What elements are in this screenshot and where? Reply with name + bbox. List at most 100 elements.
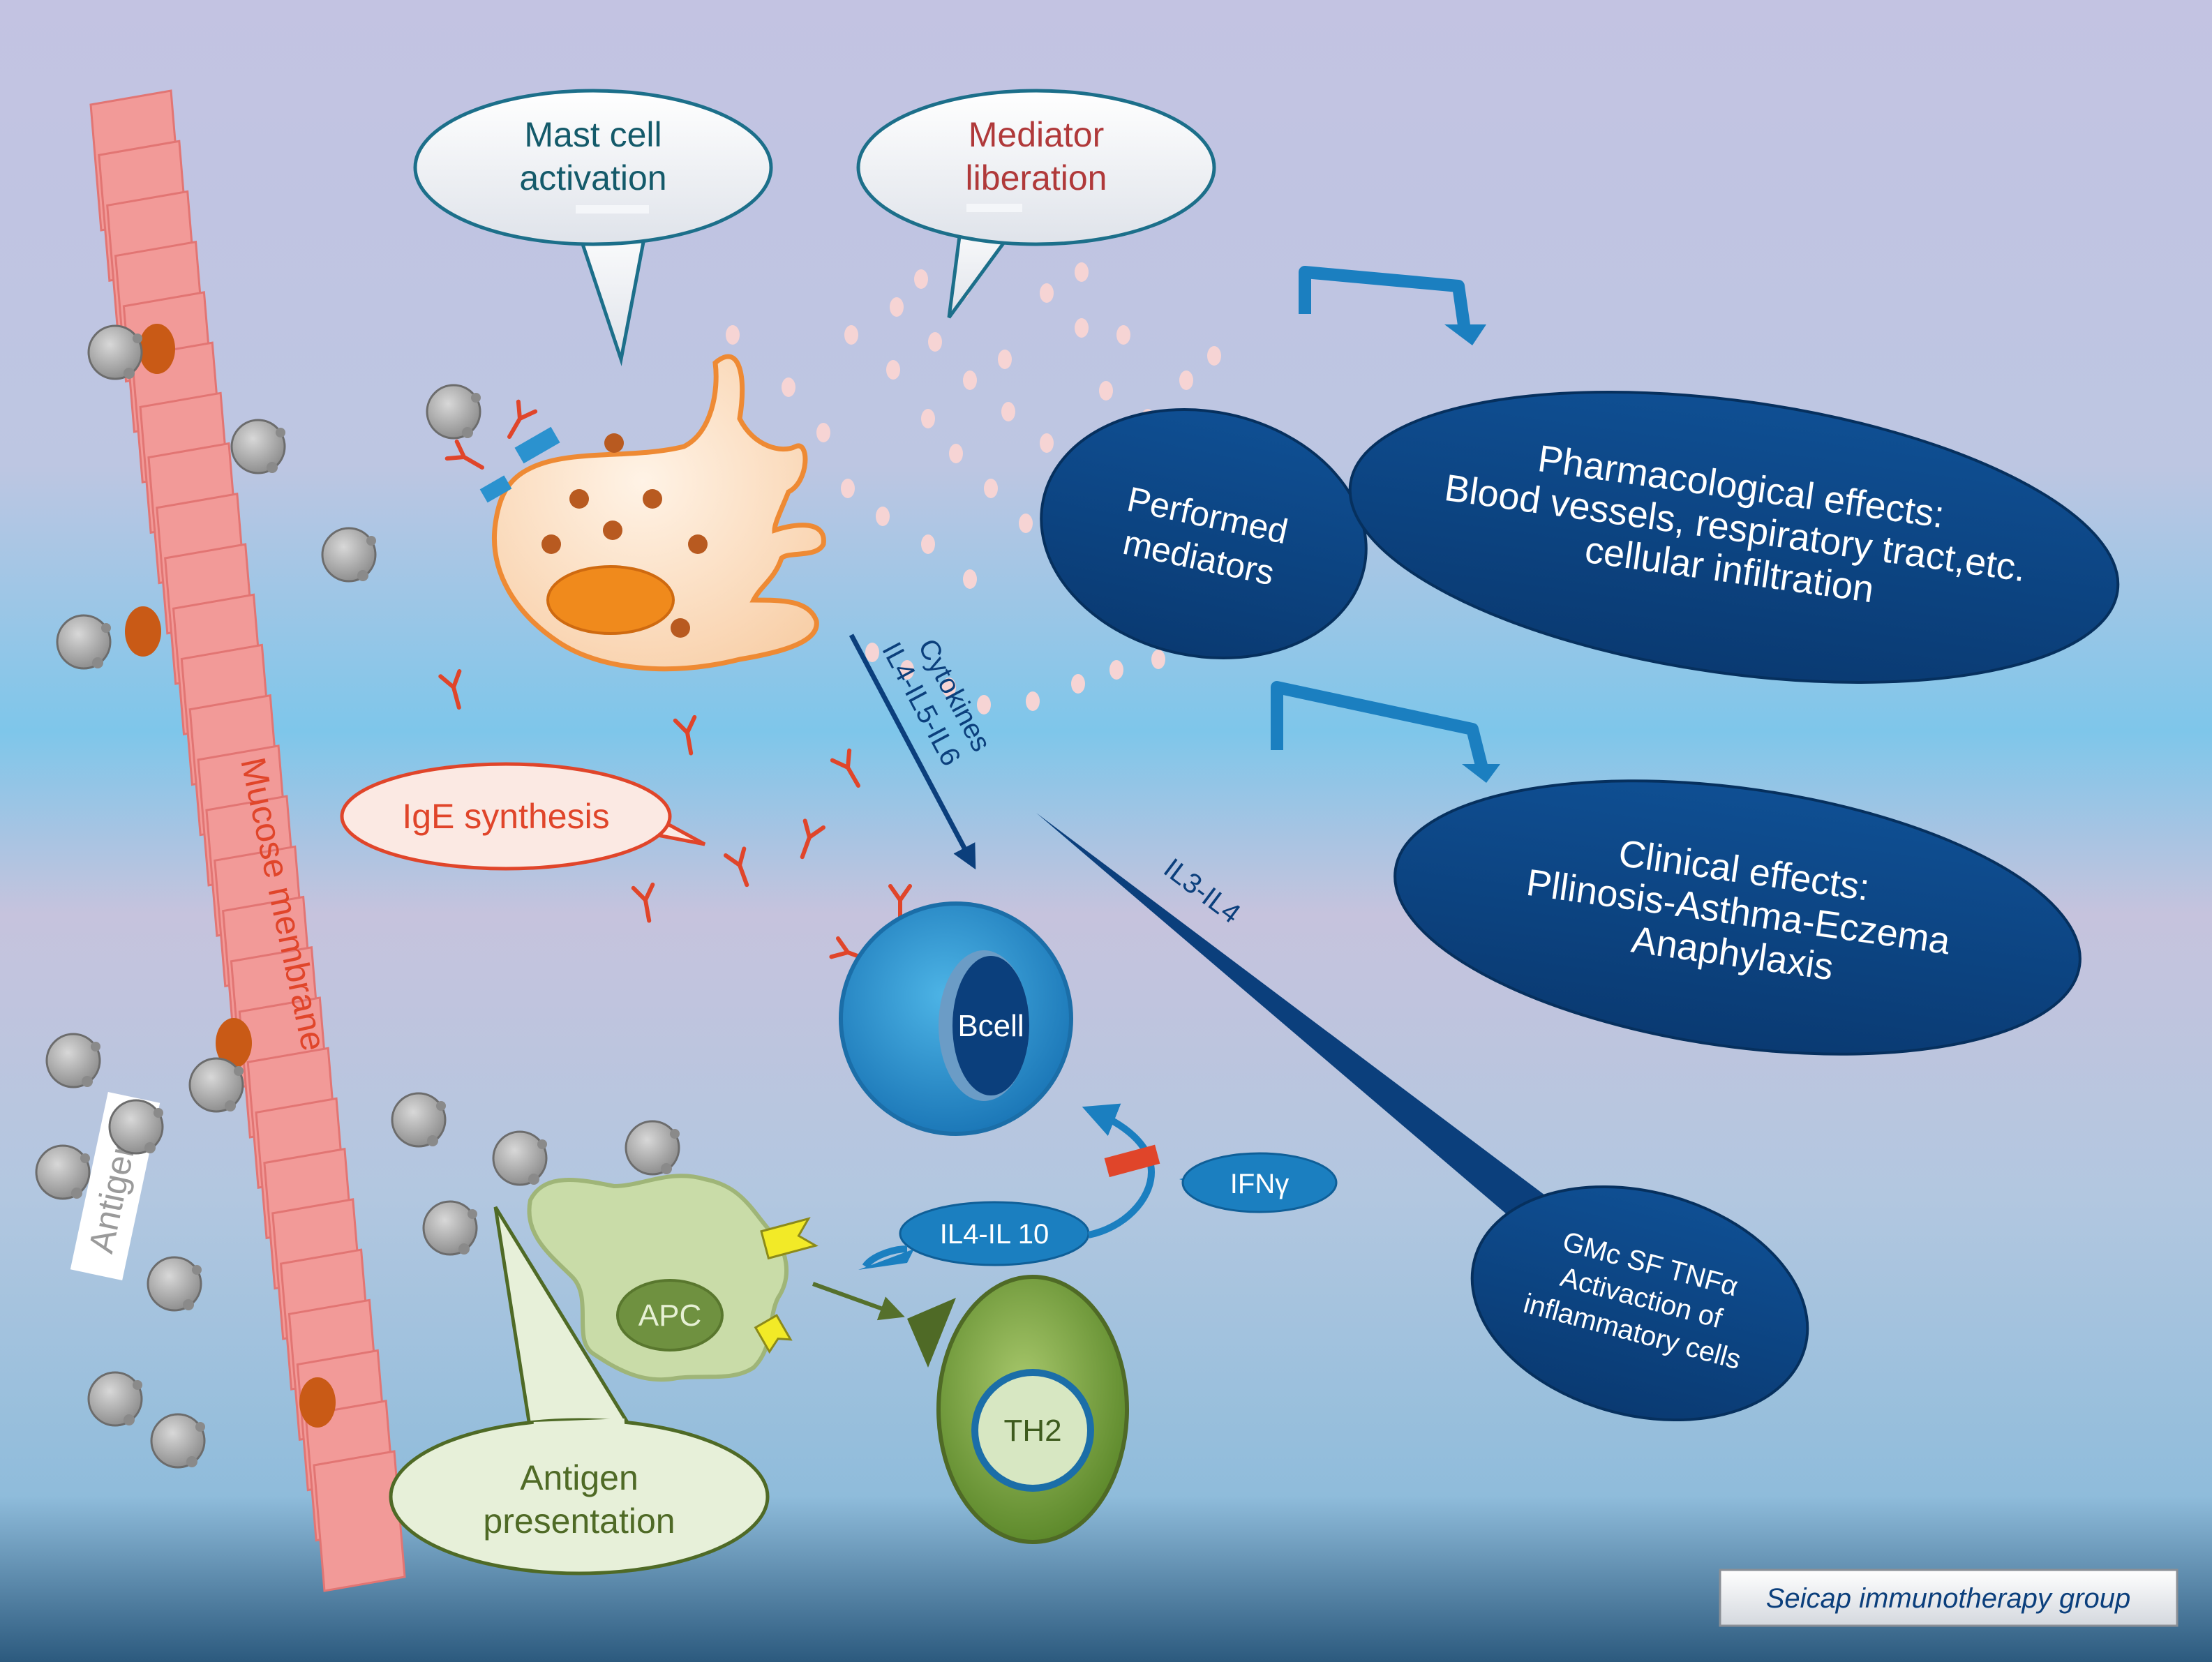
- mast-granule: [569, 489, 589, 509]
- bent-arrow-pharmacological: [1299, 266, 1472, 336]
- antigen-presentation-bubble: Antigen presentation: [389, 1206, 770, 1575]
- cytokines-arrow: [849, 634, 976, 870]
- mediator-granule: [816, 423, 830, 442]
- antigen: [422, 1200, 479, 1256]
- apc-nucleus: [616, 1279, 724, 1352]
- mast-receptor: [514, 426, 560, 464]
- bent-arrow-clinical: [1271, 681, 1489, 773]
- mediator-granule: [841, 479, 855, 498]
- credit-box: Seicap immunotherapy group: [1719, 1569, 2179, 1627]
- antigen: [391, 1092, 447, 1148]
- mediator-granule: [1179, 370, 1193, 390]
- mediator-granule: [1109, 660, 1123, 680]
- signal-chevron: [754, 1314, 793, 1354]
- mediator-granule: [726, 325, 740, 345]
- pharmacological-effects-ellipse: Pharmacological effects: Blood vessels, …: [1348, 391, 2120, 684]
- mediator-granule: [949, 444, 963, 463]
- mediator-granule: [900, 660, 914, 680]
- mediator-granule: [914, 269, 928, 289]
- antigen: [87, 324, 144, 380]
- mediator-granule: [890, 297, 904, 317]
- mediator-granule: [921, 409, 935, 428]
- mediator-granule: [921, 534, 935, 554]
- mediator-granule: [844, 325, 858, 345]
- mediator-granule: [963, 370, 977, 390]
- mediator-granule: [1001, 402, 1015, 421]
- gmc-sf-ellipse: GMc SF TNFα Activaction of inflammatory …: [1470, 1185, 1809, 1422]
- signal-chevron: [760, 1217, 819, 1260]
- mediator-liberation-bubble: Mediator liberation: [856, 89, 1216, 319]
- mediator-granule: [963, 569, 977, 589]
- antigen: [45, 1033, 102, 1088]
- mediator-granule: [1071, 674, 1085, 694]
- mediator-granule: [782, 377, 795, 397]
- mediator-granule: [1075, 318, 1089, 338]
- mucosa-cell-nucleus: [125, 606, 161, 657]
- antigen: [426, 384, 482, 440]
- mast-granule: [603, 521, 622, 540]
- mediator-liberation-line2: liberation: [966, 158, 1107, 197]
- ifn-block: [1104, 1144, 1160, 1178]
- antigen: [87, 1371, 144, 1427]
- th2-label: TH2: [1003, 1414, 1061, 1448]
- b-cell-label: Bcell: [957, 1009, 1024, 1043]
- antigen-presentation-line1: Antigen: [520, 1458, 638, 1497]
- ige-synthesis-bubble: IgE synthesis: [340, 762, 706, 871]
- th2-cell: TH2: [907, 1275, 1129, 1544]
- mediator-granule: [876, 507, 890, 526]
- mediator-granule: [1040, 283, 1054, 303]
- mast-granule: [604, 433, 624, 453]
- mast-cell: [447, 354, 826, 672]
- bent-arrow-pharmacological-head: [1444, 324, 1486, 345]
- mediator-granule: [1040, 433, 1054, 453]
- b-cell-nucleus: [952, 956, 1029, 1095]
- mediator-granule: [886, 360, 900, 380]
- mast-granule: [541, 534, 561, 554]
- credit-text: Seicap immunotherapy group: [1766, 1583, 2131, 1614]
- mucose-membrane-cells: [89, 89, 406, 1592]
- mast-cell-activation-line2: activation: [519, 158, 666, 197]
- mediator-granule: [1026, 691, 1040, 711]
- mast-cell-nucleus: [546, 565, 675, 635]
- ige-synthesis-label: IgE synthesis: [402, 797, 609, 836]
- mediator-granule: [1207, 346, 1221, 366]
- antigen: [147, 1256, 203, 1312]
- bent-arrow-clinical-head: [1462, 764, 1500, 783]
- il4-il10-label: IL4-IL 10: [940, 1219, 1049, 1250]
- antigen: [230, 419, 287, 474]
- mast-granule: [643, 489, 662, 509]
- apc-to-th2-arrow: [812, 1282, 905, 1321]
- performed-mediators-ellipse: Performed mediators: [1040, 407, 1368, 660]
- antigen-presentation-line2: presentation: [483, 1502, 675, 1541]
- antigen: [492, 1130, 548, 1186]
- antigen: [321, 527, 378, 583]
- antigen: [35, 1144, 91, 1200]
- mucosa-cell-nucleus: [139, 324, 175, 374]
- mast-cell-activation-line1: Mast cell: [524, 115, 662, 154]
- mast-granule: [688, 534, 708, 554]
- mediator-granule: [1099, 381, 1113, 400]
- mucosa-cell-nucleus: [216, 1018, 252, 1068]
- th2-nucleus-inner: [978, 1376, 1087, 1485]
- mediator-granule: [942, 677, 956, 697]
- b-cell: Bcell: [839, 901, 1073, 1136]
- mast-granule: [671, 618, 690, 638]
- mediator-granule: [928, 332, 942, 352]
- mediator-granule: [998, 350, 1012, 369]
- apc-label: APC: [638, 1298, 701, 1333]
- antigen: [188, 1057, 245, 1113]
- clinical-effects-ellipse: Clinical effects: Pllinosis-Asthma-Eczem…: [1393, 779, 2082, 1056]
- mast-receptor: [479, 475, 512, 503]
- mediator-granule: [865, 643, 879, 662]
- mediator-granule: [984, 479, 998, 498]
- antigen: [150, 1413, 207, 1469]
- mediator-granule: [977, 695, 991, 714]
- ifn-gamma-feedback: IFNγ: [1082, 1103, 1338, 1238]
- mediator-granule: [1075, 262, 1089, 282]
- mediator-granule: [1116, 325, 1130, 345]
- antigen: [108, 1099, 165, 1155]
- il3-il4-wedge: [1036, 813, 1570, 1238]
- mediator-liberation-line1: Mediator: [969, 115, 1105, 154]
